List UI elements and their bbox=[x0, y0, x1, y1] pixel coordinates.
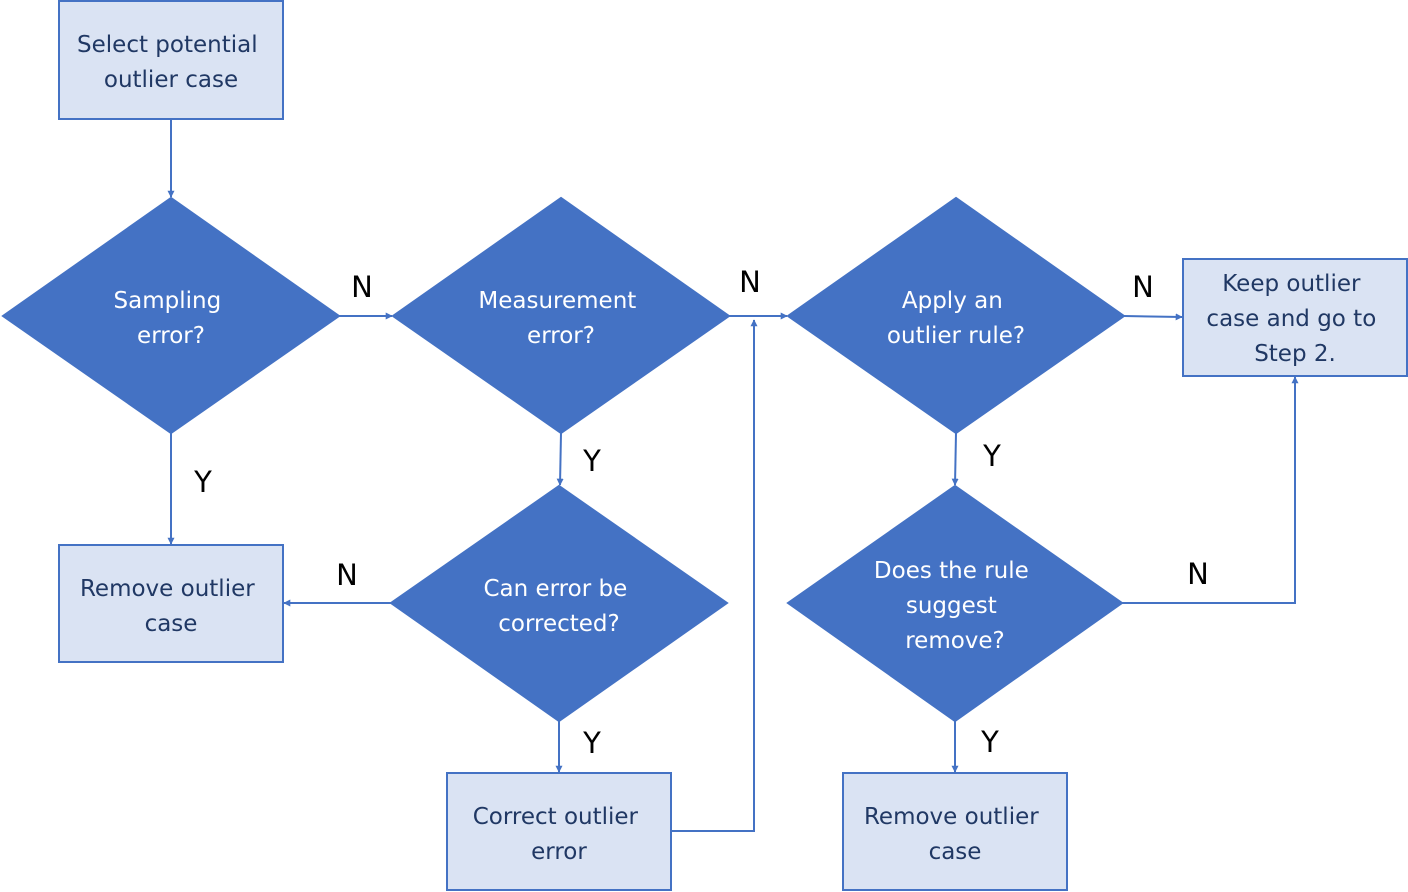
label-rule-yes: Y bbox=[980, 725, 999, 759]
label-apply-yes: Y bbox=[982, 439, 1001, 473]
keep-case-box bbox=[1182, 258, 1408, 377]
label-measure-yes: Y bbox=[582, 444, 601, 478]
remove-case-text-right: Remove outlier case bbox=[864, 804, 1046, 865]
sampling-error-decision bbox=[1, 196, 341, 435]
remove-case-box-right bbox=[842, 772, 1068, 891]
label-apply-no: N bbox=[1132, 270, 1154, 304]
edge-apply-to-keep bbox=[1123, 313, 1183, 321]
remove-case-text-left: Remove outlier case bbox=[80, 576, 262, 637]
label-corrq-yes: Y bbox=[582, 726, 601, 760]
edge-measure-to-corrq bbox=[556, 432, 564, 486]
can-correct-decision bbox=[389, 484, 729, 723]
measurement-error-decision bbox=[391, 196, 731, 435]
connectors bbox=[167, 119, 1299, 832]
rule-suggest-text: Does the rule suggest remove? bbox=[874, 558, 1036, 654]
measurement-error-text: Measurement error? bbox=[478, 288, 643, 349]
rule-suggest-decision bbox=[786, 484, 1124, 723]
edge-correct-to-apply bbox=[671, 319, 758, 832]
sampling-error-text: Sampling error? bbox=[114, 288, 229, 349]
edge-apply-to-rule bbox=[951, 432, 959, 486]
keep-case-text: Keep outlier case and go to Step 2. bbox=[1206, 271, 1383, 367]
correct-error-text: Correct outlier error bbox=[473, 804, 646, 865]
edge-rule-to-keep bbox=[1122, 376, 1299, 604]
select-case-box bbox=[58, 0, 284, 120]
label-sampling-no: N bbox=[351, 270, 373, 304]
remove-case-box-left bbox=[58, 544, 284, 663]
label-rule-no: N bbox=[1187, 557, 1209, 591]
apply-rule-decision bbox=[786, 196, 1126, 435]
correct-error-box bbox=[446, 772, 672, 891]
apply-rule-text: Apply an outlier rule? bbox=[887, 288, 1025, 349]
label-sampling-yes: Y bbox=[193, 465, 212, 499]
select-case-text: Select potential outlier case bbox=[77, 32, 265, 93]
label-measure-no: N bbox=[739, 265, 761, 299]
label-corrq-no: N bbox=[336, 558, 358, 592]
can-correct-text: Can error be corrected? bbox=[483, 576, 634, 637]
